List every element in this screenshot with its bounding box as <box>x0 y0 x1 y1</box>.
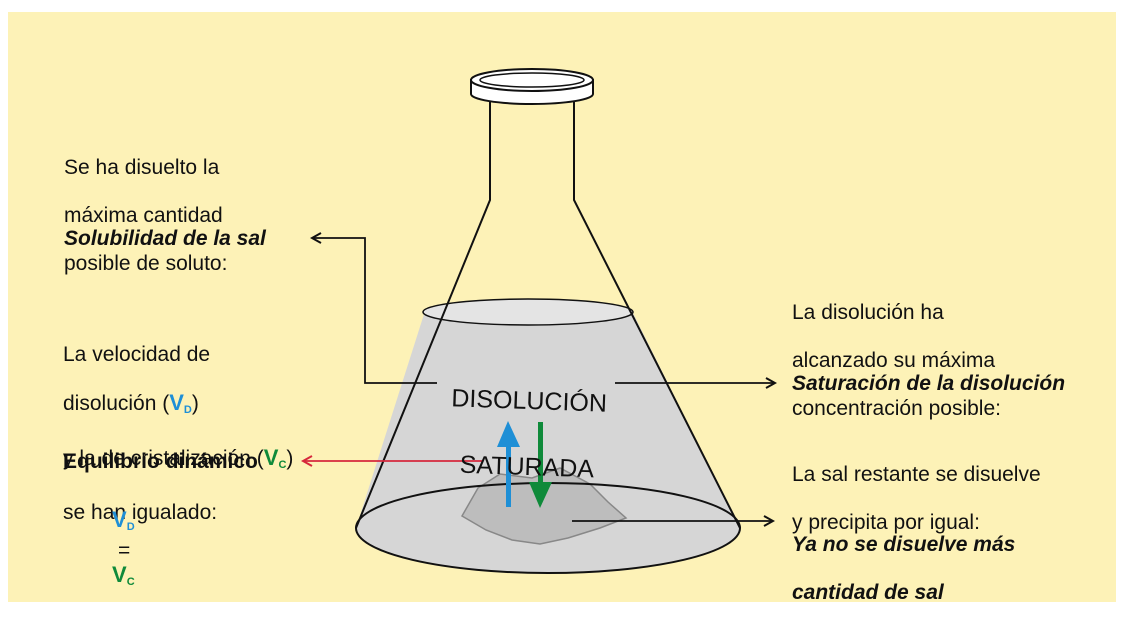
solubility-text-line: máxima cantidad <box>64 204 223 227</box>
saturation-text-line: alcanzado su máxima <box>792 349 996 372</box>
equilibrium-text-line: La velocidad de <box>63 343 211 366</box>
salt-result-line1: Ya no se disuelve más <box>792 533 1016 556</box>
eq-vc-symbol: V <box>112 562 127 587</box>
salt-text-line: La sal restante se disuelve <box>792 463 1041 486</box>
equilibrium-text-fragment: disolución ( <box>63 392 170 415</box>
vc-symbol: V <box>263 445 279 470</box>
eq-vc-subscript: C <box>126 576 135 588</box>
salt-pile <box>460 467 628 545</box>
vd-symbol: V <box>169 390 184 415</box>
flask-outline <box>355 93 741 529</box>
solubility-connector <box>312 238 437 384</box>
solution-liquid <box>356 311 740 574</box>
salt-result: Ya no se disuelve más cantidad de sal <box>792 509 1015 629</box>
flask-diagram <box>0 68 1127 574</box>
equilibrium-text-line: y la de cristalización (VC) <box>63 446 293 477</box>
salt-text-line: y precipita por igual: <box>792 511 980 534</box>
saturation-text-line: La disolución ha <box>792 301 944 324</box>
vd-subscript: D <box>183 404 192 416</box>
equilibrium-text-fragment: y la de cristalización ( <box>63 447 264 470</box>
dissolution-arrow-up <box>497 421 520 507</box>
solubility-text-line: posible de soluto: <box>64 252 228 275</box>
vc-subscript: C <box>278 459 287 471</box>
equilibrium-text-fragment: ) <box>191 392 199 415</box>
equilibrium-text-line: se han igualado: <box>63 501 218 524</box>
liquid-surface <box>422 298 634 326</box>
solubility-text-line: Se ha disuelto la <box>64 156 220 179</box>
equilibrium-text-line: disolución (VD) <box>63 391 293 422</box>
flask-label-line2: SATURADA <box>459 450 595 484</box>
eq-vd-symbol: V <box>112 507 127 532</box>
solubility-description: Se ha disuelto la máxima cantidad posibl… <box>64 132 227 300</box>
velocity-equation: VD = VC <box>112 484 136 594</box>
flask-mouth-inner <box>479 72 585 88</box>
flask-label-line1: DISOLUCIÓN <box>450 384 608 418</box>
solubility-result: Solubilidad de la sal <box>64 227 266 250</box>
salt-result-line2: cantidad de sal <box>792 581 944 604</box>
flask-label: DISOLUCIÓN SATURADA <box>435 349 621 520</box>
crystallization-arrow-down <box>529 422 552 508</box>
eq-sign: = <box>118 539 131 562</box>
saturation-text-line: concentración posible: <box>792 397 1001 420</box>
equilibrium-description: La velocidad de disolución (VD) y la de … <box>63 319 293 549</box>
equilibrium-text-fragment: ) <box>286 447 294 470</box>
equilibrium-result: Equilibrio dinámico <box>63 450 258 473</box>
salt-description: La sal restante se disuelve y precipita … <box>792 439 1041 559</box>
eq-vd-subscript: D <box>126 521 135 533</box>
saturation-result: Saturación de la disolución <box>792 372 1066 395</box>
saturation-description: La disolución ha alcanzado su máxima con… <box>792 277 1001 445</box>
